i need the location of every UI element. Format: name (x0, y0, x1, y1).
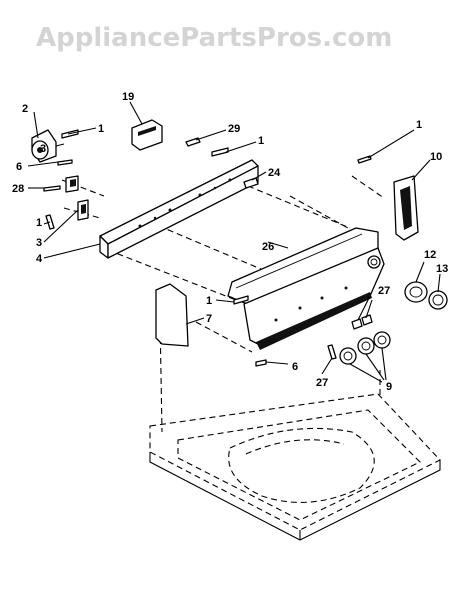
watermark-text: AppliancePartsPros.com (36, 23, 392, 53)
mounting-rail (99, 159, 259, 259)
callout-labels: 1 2 3 6 28 1 3 4 19 29 1 24 1 10 26 12 1… (12, 91, 448, 393)
callout-28: 28 (12, 183, 24, 195)
callout-13: 13 (436, 263, 448, 275)
callout-10: 10 (430, 151, 442, 163)
callout-1: 1 (416, 119, 422, 131)
callout-19: 19 (122, 91, 134, 103)
callout-1: 1 (258, 135, 264, 147)
callout-1: 1 (98, 123, 104, 135)
callout-27: 27 (316, 377, 328, 389)
control-knobs-12-13 (404, 281, 448, 310)
callout-29: 29 (228, 123, 240, 135)
callout-24: 24 (268, 167, 281, 179)
timer-knob-part (31, 129, 65, 163)
end-cap-10 (393, 175, 419, 241)
callout-6: 6 (16, 161, 22, 173)
callout-27: 27 (378, 285, 390, 297)
control-knobs-9 (339, 314, 391, 365)
callout-7: 7 (206, 313, 212, 325)
callout-6: 6 (292, 361, 298, 373)
callout-1: 1 (36, 217, 42, 229)
callout-3: 3 (40, 143, 46, 155)
callout-9: 9 (386, 381, 392, 393)
bracket-19 (131, 119, 163, 151)
console-back-panel (227, 227, 385, 350)
callout-4: 4 (36, 253, 43, 265)
end-cap-7 (155, 283, 189, 347)
cabinet-top-outline (149, 317, 441, 541)
callout-12: 12 (424, 249, 436, 261)
switch-brackets (65, 175, 89, 221)
leader-lines (27, 101, 441, 383)
callout-1: 1 (206, 295, 212, 307)
callout-3: 3 (36, 237, 42, 249)
callout-2: 2 (22, 103, 28, 115)
callout-26: 26 (262, 241, 274, 253)
